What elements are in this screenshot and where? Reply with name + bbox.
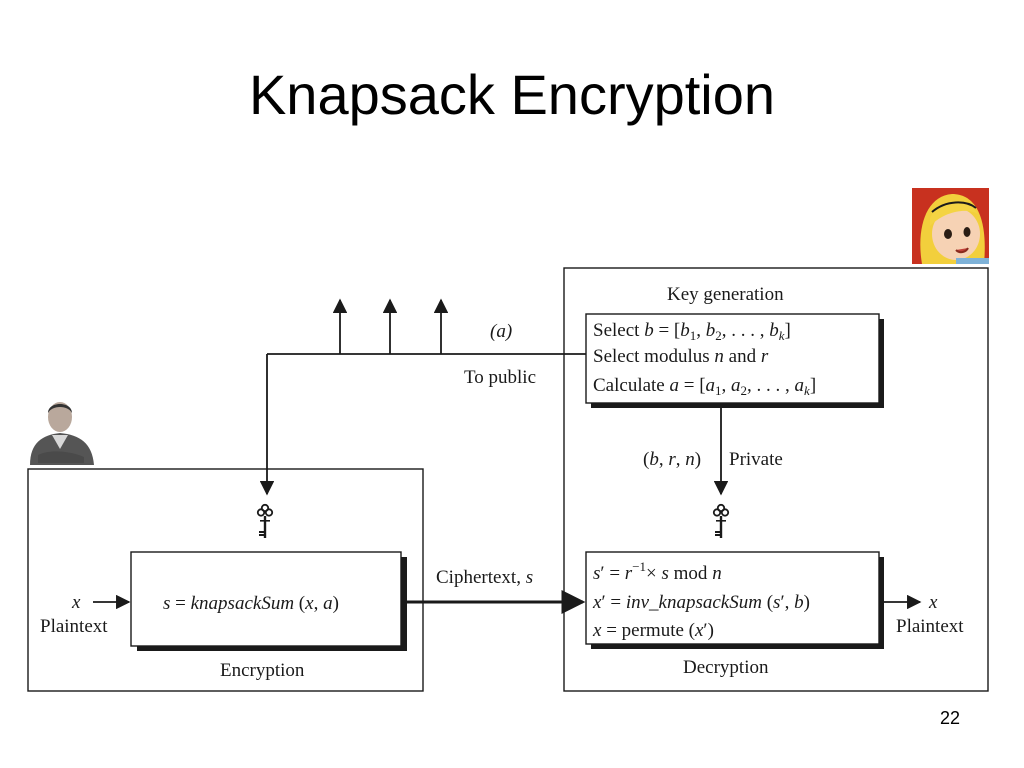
encryption-box	[130, 551, 402, 647]
keygen-line-3: Calculate a = [a1, a2, . . . , ak]	[593, 375, 816, 398]
page-number: 22	[939, 708, 961, 728]
public-key-label: (a)	[490, 321, 512, 342]
bob-avatar	[24, 393, 96, 465]
private-label: Private	[729, 449, 783, 470]
keygen-title: Key generation	[667, 284, 784, 305]
to-public-label: To public	[464, 367, 536, 388]
keygen-box	[585, 313, 880, 404]
decryption-line-3: x = permute (x′)	[592, 620, 714, 641]
ciphertext-label: Ciphertext, s	[436, 567, 533, 588]
keygen-line-1: Select b = [b1, b2, . . . , bk]	[593, 320, 791, 343]
bob-avatar-image	[24, 393, 96, 465]
keygen-line-2: Select modulus n and r	[593, 346, 769, 367]
alice-avatar	[912, 188, 989, 264]
encryption-input-label: Plaintext	[40, 616, 108, 637]
decryption-output-var: x	[928, 592, 938, 613]
decryption-box	[585, 551, 880, 645]
encryption-frame	[27, 468, 424, 692]
encryption-title: Encryption	[220, 660, 305, 681]
receiver-frame	[563, 267, 989, 692]
encryption-formula: s = knapsackSum (x, a)	[163, 593, 339, 614]
slide-title: Knapsack Encryption	[248, 63, 776, 126]
alice-avatar-image	[912, 188, 989, 264]
private-key-label: (b, r, n)	[643, 449, 701, 470]
decryption-title: Decryption	[683, 657, 769, 678]
private-key-icon	[712, 503, 730, 539]
encryption-input-var: x	[71, 592, 81, 613]
decryption-output-label: Plaintext	[896, 616, 964, 637]
decryption-line-2: x′ = inv_knapsackSum (s′, b)	[592, 592, 810, 613]
public-key-icon	[256, 503, 274, 539]
decryption-line-1: s′ = r−1× s mod n	[593, 559, 722, 584]
